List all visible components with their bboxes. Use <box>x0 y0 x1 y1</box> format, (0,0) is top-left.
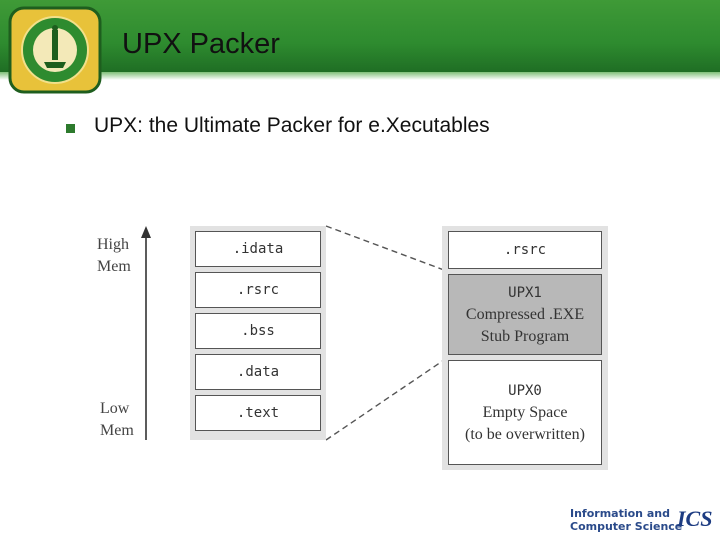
upx0-empty-label: Empty Space <box>482 403 568 421</box>
axis-low-word: Low <box>100 400 130 417</box>
university-logo <box>8 6 102 94</box>
upx1-name: UPX1 <box>508 284 542 301</box>
title-bar-shadow <box>0 72 720 80</box>
axis-label-low: Low Mem <box>100 398 134 442</box>
section-rsrc: .rsrc <box>195 272 321 308</box>
footer-dept-line2: Computer Science <box>570 520 683 533</box>
footer-dept-line1: Information and <box>570 507 670 520</box>
packed-section-upx1: UPX1 Compressed .EXE Stub Program <box>448 274 602 355</box>
upx0-name: UPX0 <box>508 382 542 399</box>
connector-top <box>325 225 445 271</box>
slide-title: UPX Packer <box>122 28 280 60</box>
packed-section-rsrc: .rsrc <box>448 231 602 269</box>
footer-ics-logo: ICS <box>677 506 713 531</box>
upx1-compressed-label: Compressed .EXE <box>465 305 585 323</box>
section-data: .data <box>195 354 321 390</box>
packed-section-upx0: UPX0 Empty Space (to be overwritten) <box>448 360 602 465</box>
upx0-overwrite-label: (to be overwritten) <box>465 425 585 443</box>
section-bss: .bss <box>195 313 321 349</box>
bullet-text: UPX: the Ultimate Packer for e.Xecutable… <box>94 114 490 137</box>
section-idata: .idata <box>195 231 321 267</box>
upx1-stub-label: Stub Program <box>480 327 570 345</box>
memory-axis-arrowhead <box>141 226 151 238</box>
axis-low-mem: Mem <box>100 422 134 439</box>
bullet-marker <box>66 124 75 133</box>
axis-high-mem: Mem <box>97 258 131 275</box>
connector-bottom <box>325 359 445 441</box>
axis-label-high: High Mem <box>97 234 131 278</box>
title-bar <box>0 0 720 72</box>
axis-high-word: High <box>97 236 129 253</box>
section-text: .text <box>195 395 321 431</box>
